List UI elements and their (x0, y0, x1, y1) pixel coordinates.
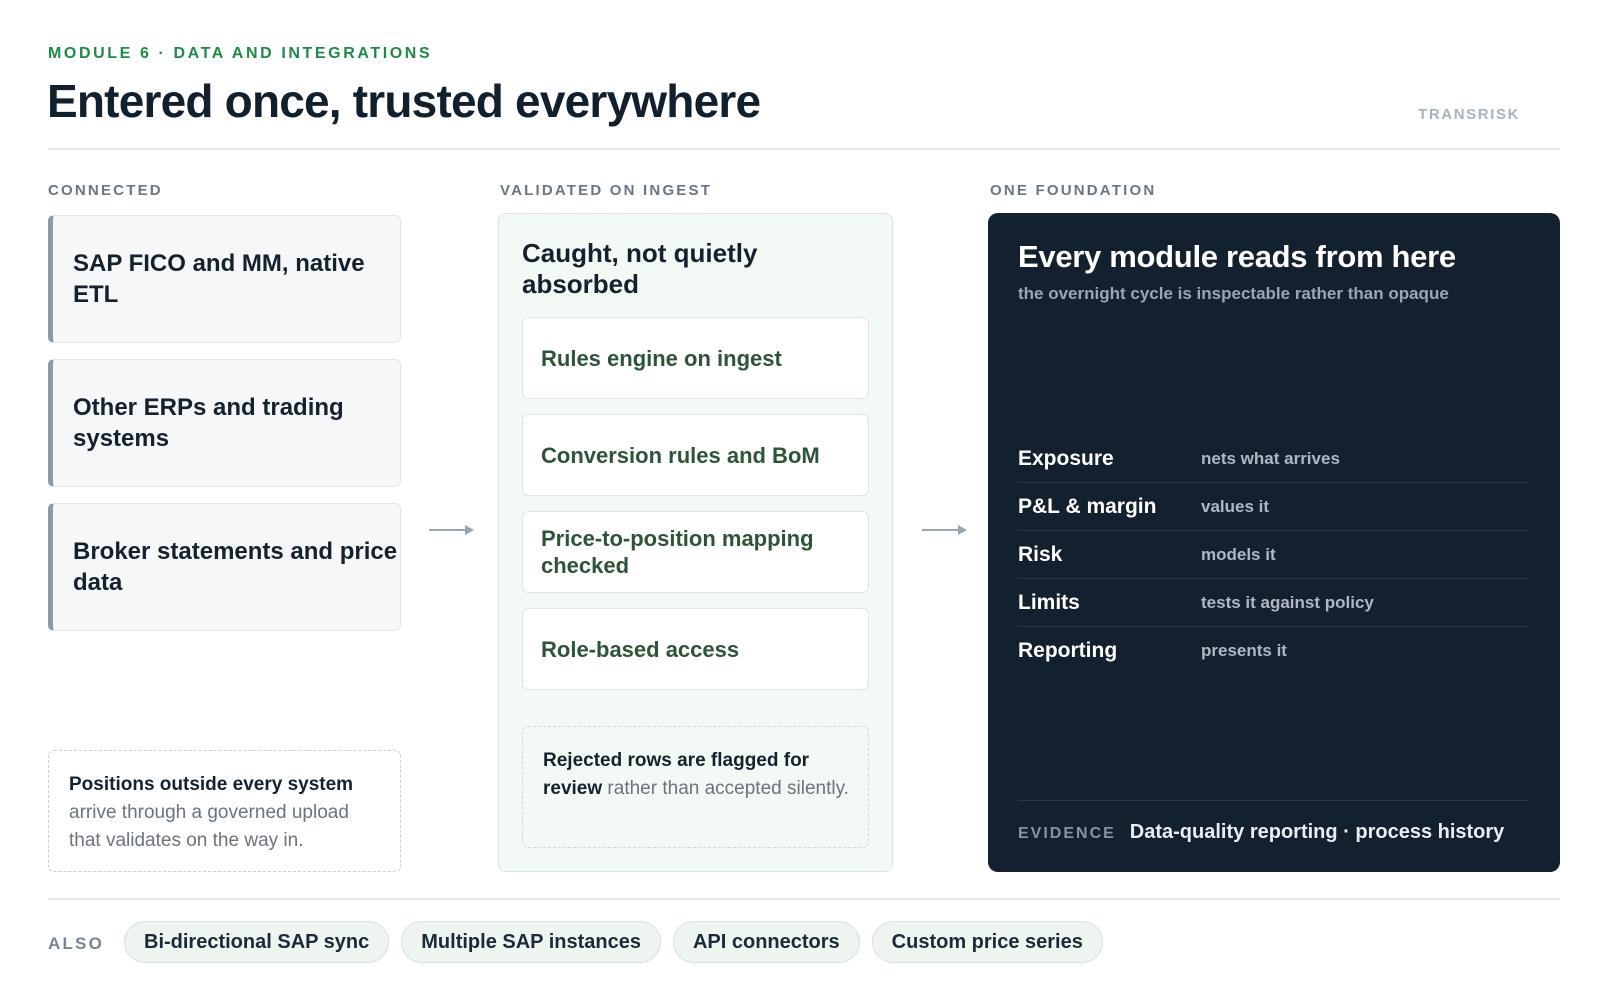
chip-sap-instances: Multiple SAP instances (401, 921, 661, 963)
validation-panel: Caught, not quietly absorbed Rules engin… (498, 213, 893, 872)
check-card-mapping: Price-to-position mapping checked (522, 511, 869, 593)
module-eyebrow: MODULE 6 · DATA AND INTEGRATIONS (48, 45, 433, 62)
source-card-label: SAP FICO and MM, native ETL (73, 250, 365, 308)
source-card-label: Other ERPs and trading systems (73, 394, 344, 452)
source-card-broker: Broker statements and price data (48, 503, 401, 631)
note-bold: Rejected rows are flagged for review (543, 750, 810, 799)
chip-api-connectors: API connectors (672, 921, 860, 963)
page-title: Entered once, trusted everywhere (47, 75, 761, 127)
chip-price-series: Custom price series (871, 921, 1103, 963)
module-row: Reporting presents it (1018, 627, 1529, 675)
module-name: P&L & margin (1018, 494, 1157, 518)
chip-sap-sync: Bi-directional SAP sync (124, 921, 390, 963)
validation-title: Caught, not quietly absorbed (522, 238, 758, 299)
evidence-label: EVIDENCE (1018, 825, 1116, 842)
note-rest: rather than accepted silently. (602, 778, 849, 799)
connected-label: CONNECTED (48, 182, 163, 199)
module-desc: models it (1201, 544, 1276, 564)
evidence-divider (1018, 800, 1529, 801)
module-row: Risk models it (1018, 531, 1529, 579)
source-card-erps: Other ERPs and trading systems (48, 359, 401, 487)
foundation-title: Every module reads from here (1018, 239, 1456, 274)
validated-label: VALIDATED ON INGEST (500, 182, 713, 199)
module-desc: presents it (1201, 641, 1287, 660)
arrow-right-icon (922, 525, 967, 535)
check-card-label: Rules engine on ingest (541, 345, 782, 371)
module-name: Limits (1018, 590, 1080, 614)
module-name: Risk (1018, 542, 1063, 566)
also-label: ALSO (48, 934, 105, 953)
note-rest: arrive through a governed upload that va… (69, 802, 349, 851)
module-row: Exposure nets what arrives (1018, 435, 1529, 483)
module-desc: values it (1201, 496, 1270, 516)
note-bold: Positions outside every system (69, 774, 354, 795)
module-row: P&L & margin values it (1018, 483, 1529, 531)
rejected-rows-note: Rejected rows are flagged for review rat… (522, 726, 869, 848)
module-name: Exposure (1018, 446, 1114, 470)
check-card-conversion: Conversion rules and BoM (522, 414, 869, 496)
header-divider (48, 148, 1560, 150)
check-card-label: Conversion rules and BoM (541, 442, 820, 468)
brand-label: TRANSRISK (1418, 106, 1520, 123)
foundation-panel: Every module reads from here the overnig… (988, 213, 1560, 872)
arrow-right-icon (429, 525, 474, 535)
module-name: Reporting (1018, 639, 1118, 662)
source-card-label: Broker statements and price data (73, 538, 398, 596)
module-desc: nets what arrives (1201, 448, 1340, 468)
check-card-rules: Rules engine on ingest (522, 317, 869, 399)
foundation-subtitle: the overnight cycle is inspectable rathe… (1018, 284, 1449, 303)
also-chip-list: Bi-directional SAP sync Multiple SAP ins… (124, 921, 1115, 963)
footer-divider (48, 898, 1560, 900)
check-card-label: Role-based access (541, 636, 740, 662)
source-card-sap: SAP FICO and MM, native ETL (48, 215, 401, 343)
module-desc: tests it against policy (1201, 592, 1374, 612)
evidence-text: Data-quality reporting · process history (1129, 821, 1505, 843)
check-card-access: Role-based access (522, 608, 869, 690)
check-card-label: Price-to-position mapping checked (541, 526, 814, 578)
governed-upload-note: Positions outside every system arrive th… (48, 750, 401, 872)
module-list: Exposure nets what arrives P&L & margin … (1018, 435, 1529, 675)
module-row: Limits tests it against policy (1018, 579, 1529, 627)
foundation-label: ONE FOUNDATION (990, 182, 1157, 199)
evidence-line: EVIDENCE Data-quality reporting · proces… (1018, 821, 1504, 844)
